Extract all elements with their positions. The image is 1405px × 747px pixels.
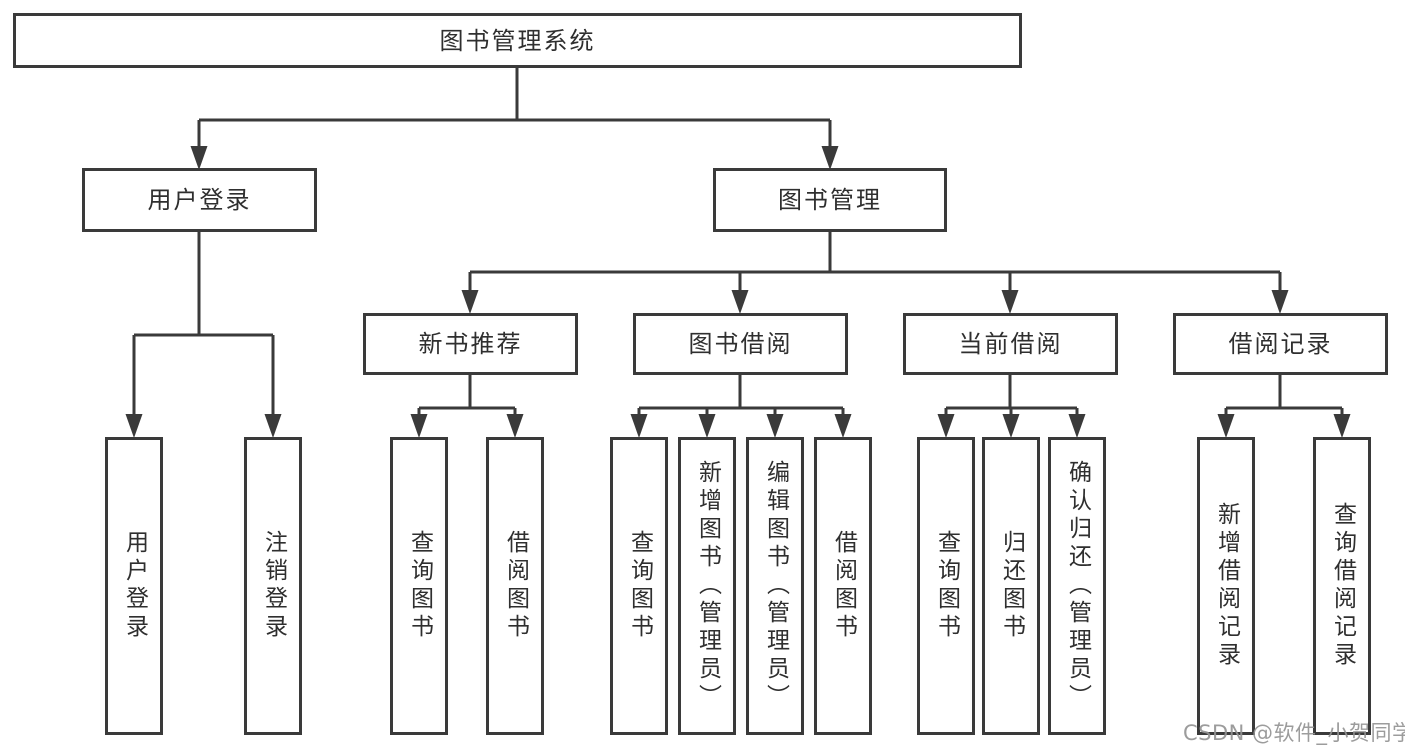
leaf-label: 确认归还（管理员） bbox=[1064, 460, 1091, 712]
leaf-label: 借阅图书 bbox=[502, 530, 529, 642]
leaf-confirm-return-admin: 确认归还（管理员） bbox=[1048, 437, 1106, 735]
leaf-borrow-book: 借阅图书 bbox=[486, 437, 544, 735]
arrowhead bbox=[1333, 414, 1351, 438]
arrowhead bbox=[125, 414, 143, 438]
arrowhead bbox=[630, 414, 648, 438]
leaf-label: 编辑图书（管理员） bbox=[762, 460, 789, 712]
leaf-label: 查询图书 bbox=[933, 530, 960, 642]
leaf-query-book: 查询图书 bbox=[390, 437, 448, 735]
leaf-query-book: 查询图书 bbox=[917, 437, 975, 735]
leaf-query-borrow-record: 查询借阅记录 bbox=[1313, 437, 1371, 735]
node-label: 借阅记录 bbox=[1228, 330, 1333, 358]
node-user-login-group: 用户登录 bbox=[82, 168, 317, 232]
leaf-edit-book-admin: 编辑图书（管理员） bbox=[746, 437, 804, 735]
arrowhead bbox=[834, 414, 852, 438]
arrowhead bbox=[1271, 290, 1289, 314]
node-label: 用户登录 bbox=[147, 186, 252, 214]
node-root-label: 图书管理系统 bbox=[439, 26, 596, 55]
node-label: 当前借阅 bbox=[958, 330, 1063, 358]
node-borrow-records: 借阅记录 bbox=[1173, 313, 1388, 375]
arrowhead bbox=[731, 290, 749, 314]
arrowhead bbox=[1068, 414, 1086, 438]
leaf-label: 新增借阅记录 bbox=[1213, 502, 1240, 670]
arrowhead bbox=[410, 414, 428, 438]
arrowhead bbox=[698, 414, 716, 438]
arrowhead bbox=[506, 414, 524, 438]
node-new-book-recommend: 新书推荐 bbox=[363, 313, 578, 375]
arrowhead bbox=[461, 290, 479, 314]
connector-user-login-to-leaves bbox=[125, 232, 282, 438]
arrowhead bbox=[821, 146, 839, 170]
node-label: 图书管理 bbox=[778, 186, 882, 214]
connector-line bbox=[944, 375, 1079, 416]
leaf-label: 注销登录 bbox=[260, 530, 287, 642]
connector-line bbox=[417, 375, 517, 416]
connector-book-management-to-sections bbox=[461, 232, 1289, 314]
connector-line bbox=[637, 375, 845, 416]
leaf-label: 用户登录 bbox=[121, 530, 148, 642]
leaf-logout: 注销登录 bbox=[244, 437, 302, 735]
leaf-add-borrow-record: 新增借阅记录 bbox=[1197, 437, 1255, 735]
arrowhead bbox=[264, 414, 282, 438]
connector-line bbox=[468, 232, 1282, 292]
leaf-label: 借阅图书 bbox=[830, 530, 857, 642]
arrowhead bbox=[937, 414, 955, 438]
leaf-add-book-admin: 新增图书（管理员） bbox=[678, 437, 736, 735]
connector-line bbox=[197, 68, 832, 148]
node-label: 新书推荐 bbox=[418, 330, 523, 358]
leaf-return-book: 归还图书 bbox=[982, 437, 1040, 735]
connector-line bbox=[132, 232, 275, 416]
node-label: 图书借阅 bbox=[688, 330, 793, 358]
connector-borrow-records-to-leaves bbox=[1217, 375, 1351, 438]
node-root: 图书管理系统 bbox=[13, 13, 1022, 68]
arrowhead bbox=[1217, 414, 1235, 438]
leaf-label: 新增图书（管理员） bbox=[694, 460, 721, 712]
node-current-borrow: 当前借阅 bbox=[903, 313, 1118, 375]
connector-root-to-level2 bbox=[190, 68, 839, 170]
node-book-borrow: 图书借阅 bbox=[633, 313, 848, 375]
connector-book-borrow-to-leaves bbox=[630, 375, 852, 438]
leaf-query-book: 查询图书 bbox=[610, 437, 668, 735]
leaf-label: 归还图书 bbox=[998, 530, 1025, 642]
arrowhead bbox=[190, 146, 208, 170]
leaf-borrow-book: 借阅图书 bbox=[814, 437, 872, 735]
connector-new-book-to-leaves bbox=[410, 375, 524, 438]
connector-current-borrow-to-leaves bbox=[937, 375, 1086, 438]
leaf-user-login: 用户登录 bbox=[105, 437, 163, 735]
connector-line bbox=[1224, 375, 1344, 416]
leaf-label: 查询借阅记录 bbox=[1329, 502, 1356, 670]
node-book-management-group: 图书管理 bbox=[713, 168, 947, 232]
arrowhead bbox=[766, 414, 784, 438]
leaf-label: 查询图书 bbox=[626, 530, 653, 642]
leaf-label: 查询图书 bbox=[406, 530, 433, 642]
csdn-watermark: CSDN @软件_小贺同学 bbox=[1183, 721, 1405, 745]
arrowhead bbox=[1002, 414, 1020, 438]
arrowhead bbox=[1001, 290, 1019, 314]
